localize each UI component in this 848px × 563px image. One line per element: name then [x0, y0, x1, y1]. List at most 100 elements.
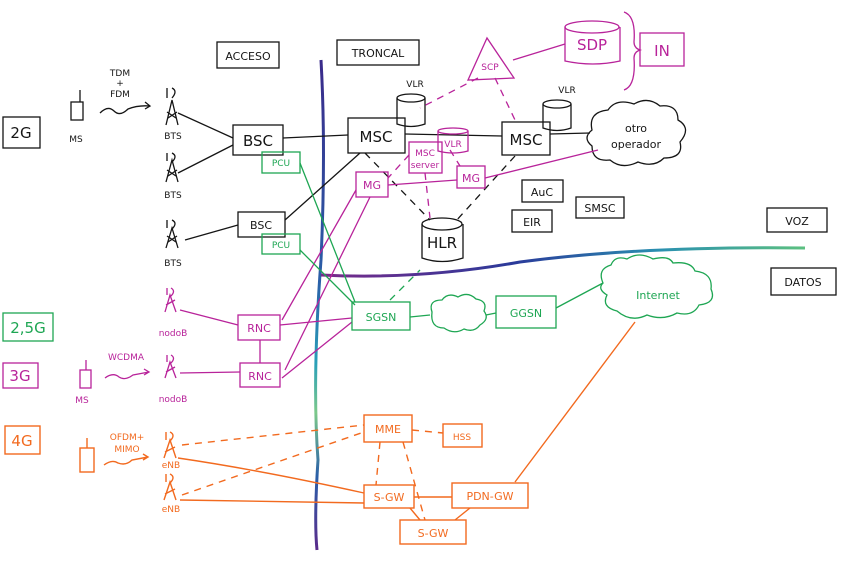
msc-server: MSC server — [408, 141, 443, 174]
svg-text:VOZ: VOZ — [785, 215, 809, 228]
sgsn: SGSN — [351, 301, 411, 331]
svg-text:GGSN: GGSN — [510, 307, 542, 320]
svg-text:HLR: HLR — [427, 234, 457, 252]
svg-text:FDM: FDM — [110, 90, 130, 100]
lte-user-links — [177, 321, 636, 521]
enb-2: eNB — [162, 473, 180, 515]
bsc-1: BSC — [232, 124, 284, 156]
svg-text:MSC: MSC — [510, 131, 543, 149]
svg-text:MS: MS — [69, 135, 83, 145]
svg-text:IN: IN — [654, 42, 670, 60]
svg-text:ACCESO: ACCESO — [225, 50, 271, 63]
svg-text:HSS: HSS — [453, 433, 471, 443]
ggsn: GGSN — [495, 295, 557, 329]
umts-links — [279, 149, 599, 379]
s-gw-2: S-GW — [399, 519, 467, 545]
svg-text:otro: otro — [625, 122, 647, 135]
bts-tower-1: BTS — [164, 87, 182, 142]
rnc-2: RNC — [239, 362, 281, 388]
svg-text:MIMO: MIMO — [114, 445, 139, 455]
internet-cloud: Internet — [600, 254, 714, 319]
svg-text:operador: operador — [611, 138, 661, 151]
nodob-1: nodoB — [159, 287, 188, 339]
pdn-gw: PDN-GW — [451, 482, 529, 509]
section-acceso: ACCESO — [216, 41, 280, 69]
gprs-links — [299, 162, 604, 318]
hss: HSS — [442, 423, 483, 448]
svg-text:TRONCAL: TRONCAL — [351, 47, 405, 60]
bts-tower-3: BTS — [164, 219, 182, 269]
label-3g: 3G — [2, 362, 39, 389]
nodob-2: nodoB — [159, 354, 188, 405]
svg-text:RNC: RNC — [247, 322, 271, 335]
vlr-3: VLR — [437, 127, 469, 154]
svg-text:2G: 2G — [10, 124, 31, 142]
svg-text:eNB: eNB — [162, 461, 180, 471]
svg-text:OFDM+: OFDM+ — [110, 433, 145, 443]
svg-text:VLR: VLR — [406, 80, 423, 90]
mg-1: MG — [355, 171, 389, 198]
bts-bsc-links — [177, 112, 239, 241]
legend-voz: VOZ — [766, 207, 828, 233]
eir: EIR — [511, 209, 553, 233]
sdp-database: SDP — [564, 20, 621, 65]
svg-text:BTS: BTS — [164, 259, 182, 269]
svg-text:nodoB: nodoB — [159, 395, 188, 405]
svg-text:Internet: Internet — [636, 289, 680, 302]
svg-text:RNC: RNC — [248, 370, 272, 383]
svg-text:eNB: eNB — [162, 505, 180, 515]
section-troncal: TRONCAL — [336, 39, 420, 66]
ms-4g — [79, 438, 95, 473]
lte-control-links — [181, 424, 444, 521]
svg-text:nodoB: nodoB — [159, 329, 188, 339]
svg-text:S-GW: S-GW — [374, 491, 405, 504]
vlr-2: VLR — [542, 86, 576, 132]
in-box: IN — [639, 32, 685, 67]
svg-text:WCDMA: WCDMA — [108, 353, 145, 363]
nodob-rnc-links — [179, 309, 261, 374]
svg-text:EIR: EIR — [523, 216, 541, 229]
auc: AuC — [521, 179, 564, 203]
mme: MME — [363, 414, 413, 443]
svg-text:BTS: BTS — [164, 132, 182, 142]
svg-text:BTS: BTS — [164, 191, 182, 201]
svg-text:MSC: MSC — [415, 149, 435, 159]
vlr-1: VLR — [396, 80, 426, 128]
svg-text:server: server — [411, 161, 440, 171]
svg-text:PDN-GW: PDN-GW — [466, 490, 513, 503]
pcu-2: PCU — [261, 233, 301, 255]
svg-text:DATOS: DATOS — [784, 276, 821, 289]
radio-wcdma: WCDMA — [104, 353, 151, 380]
svg-text:MSC: MSC — [360, 128, 393, 146]
bts-tower-2: BTS — [164, 152, 182, 201]
scp-sdp-link — [512, 43, 566, 61]
voice-data-divider — [320, 246, 806, 278]
rnc-1: RNC — [237, 314, 281, 341]
svg-text:MME: MME — [375, 423, 401, 436]
radio-link-arrow — [99, 101, 152, 115]
pcu-1: PCU — [261, 151, 301, 174]
svg-text:TDM: TDM — [109, 69, 130, 79]
otro-operador-cloud: otro operador — [586, 99, 687, 167]
svg-text:2,5G: 2,5G — [10, 319, 45, 337]
legend-datos: DATOS — [770, 267, 837, 296]
svg-text:MG: MG — [462, 172, 480, 185]
hlr-database: HLR — [421, 217, 464, 263]
radio-ofdm-mimo: OFDM+ MIMO — [103, 433, 150, 466]
svg-text:MS: MS — [75, 396, 89, 406]
svg-text:BSC: BSC — [250, 219, 272, 232]
svg-text:BSC: BSC — [243, 132, 273, 150]
radio-tdm-fdm: TDM + FDM — [99, 69, 152, 115]
hlr-signaling-links — [364, 152, 516, 223]
svg-text:AuC: AuC — [531, 186, 553, 199]
smsc: SMSC — [575, 196, 625, 219]
ip-network-cloud — [430, 293, 487, 333]
svg-text:+: + — [116, 79, 124, 89]
svg-text:PCU: PCU — [272, 159, 290, 169]
svg-text:SMSC: SMSC — [584, 202, 615, 215]
svg-text:4G: 4G — [11, 432, 32, 450]
ms-3g: MS — [75, 360, 92, 406]
svg-text:3G: 3G — [9, 367, 30, 385]
svg-text:SCP: SCP — [481, 63, 499, 73]
